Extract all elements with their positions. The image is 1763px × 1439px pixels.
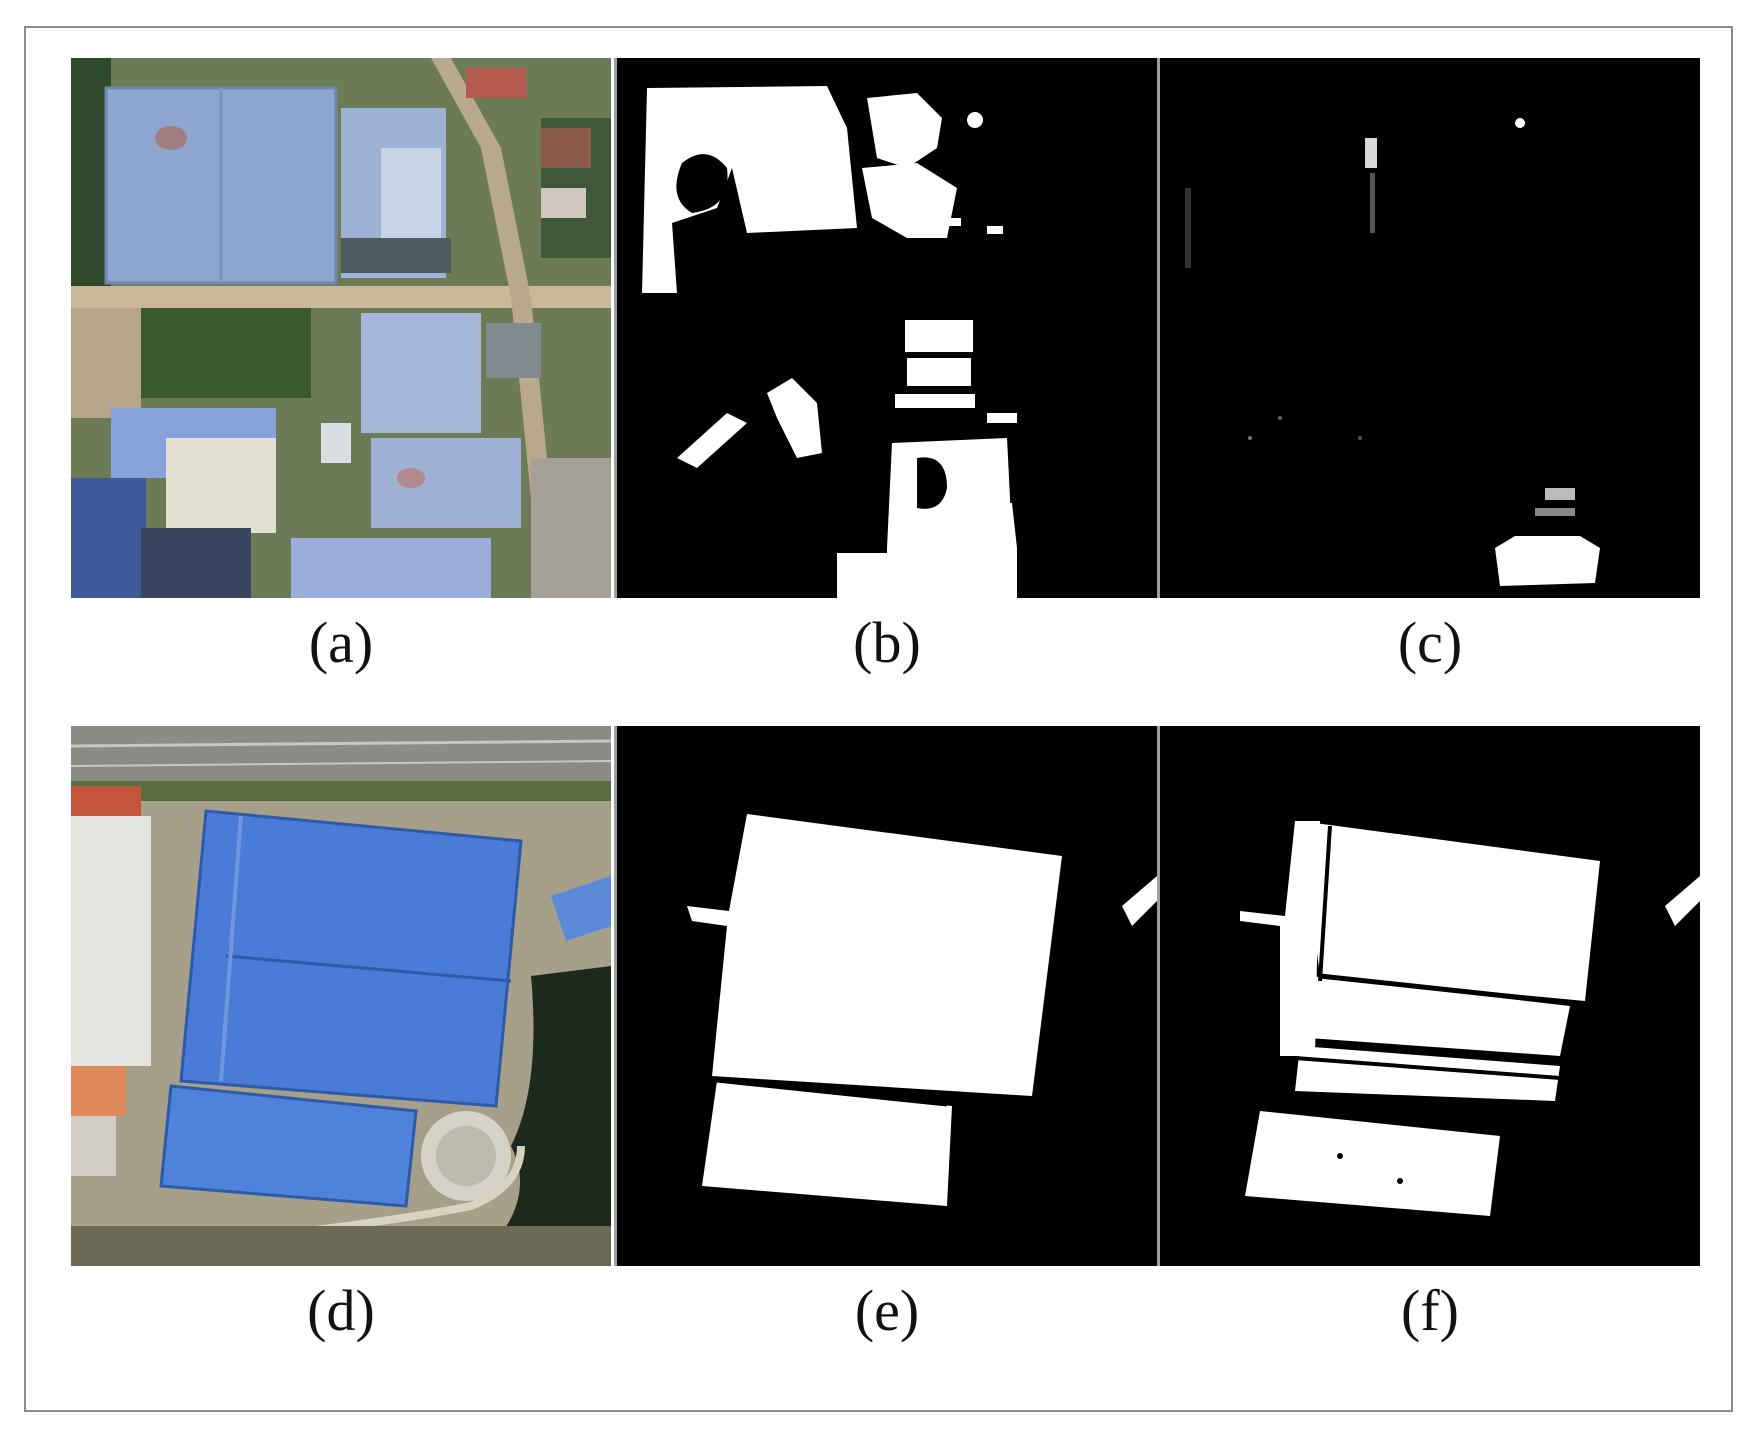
aerial-image-a [71, 58, 611, 598]
mask-image-e [617, 726, 1157, 1266]
panel-divider [614, 58, 617, 598]
panel-f-label: (f) [1401, 1278, 1459, 1343]
panel-a-label: (a) [308, 610, 374, 675]
mask-image-c [1160, 58, 1700, 598]
panel-c-label: (c) [1397, 610, 1463, 675]
panel-divider [614, 726, 617, 1266]
panel-divider [1157, 58, 1160, 598]
panel-d-label: (d) [307, 1278, 375, 1343]
panel-b-binary-mask [617, 58, 1157, 598]
panel-a-aerial-image [71, 58, 611, 598]
panel-b-label: (b) [853, 610, 921, 675]
figure-frame: (a) (b) (c) [24, 26, 1733, 1412]
panel-divider [1157, 726, 1160, 1266]
panel-e-binary-mask [617, 726, 1157, 1266]
mask-image-b [617, 58, 1157, 598]
panel-c-binary-mask [1160, 58, 1700, 598]
aerial-image-d [71, 726, 611, 1266]
mask-image-f [1160, 726, 1700, 1266]
panel-d-aerial-image [71, 726, 611, 1266]
panel-e-label: (e) [854, 1278, 920, 1343]
panel-f-binary-mask [1160, 726, 1700, 1266]
